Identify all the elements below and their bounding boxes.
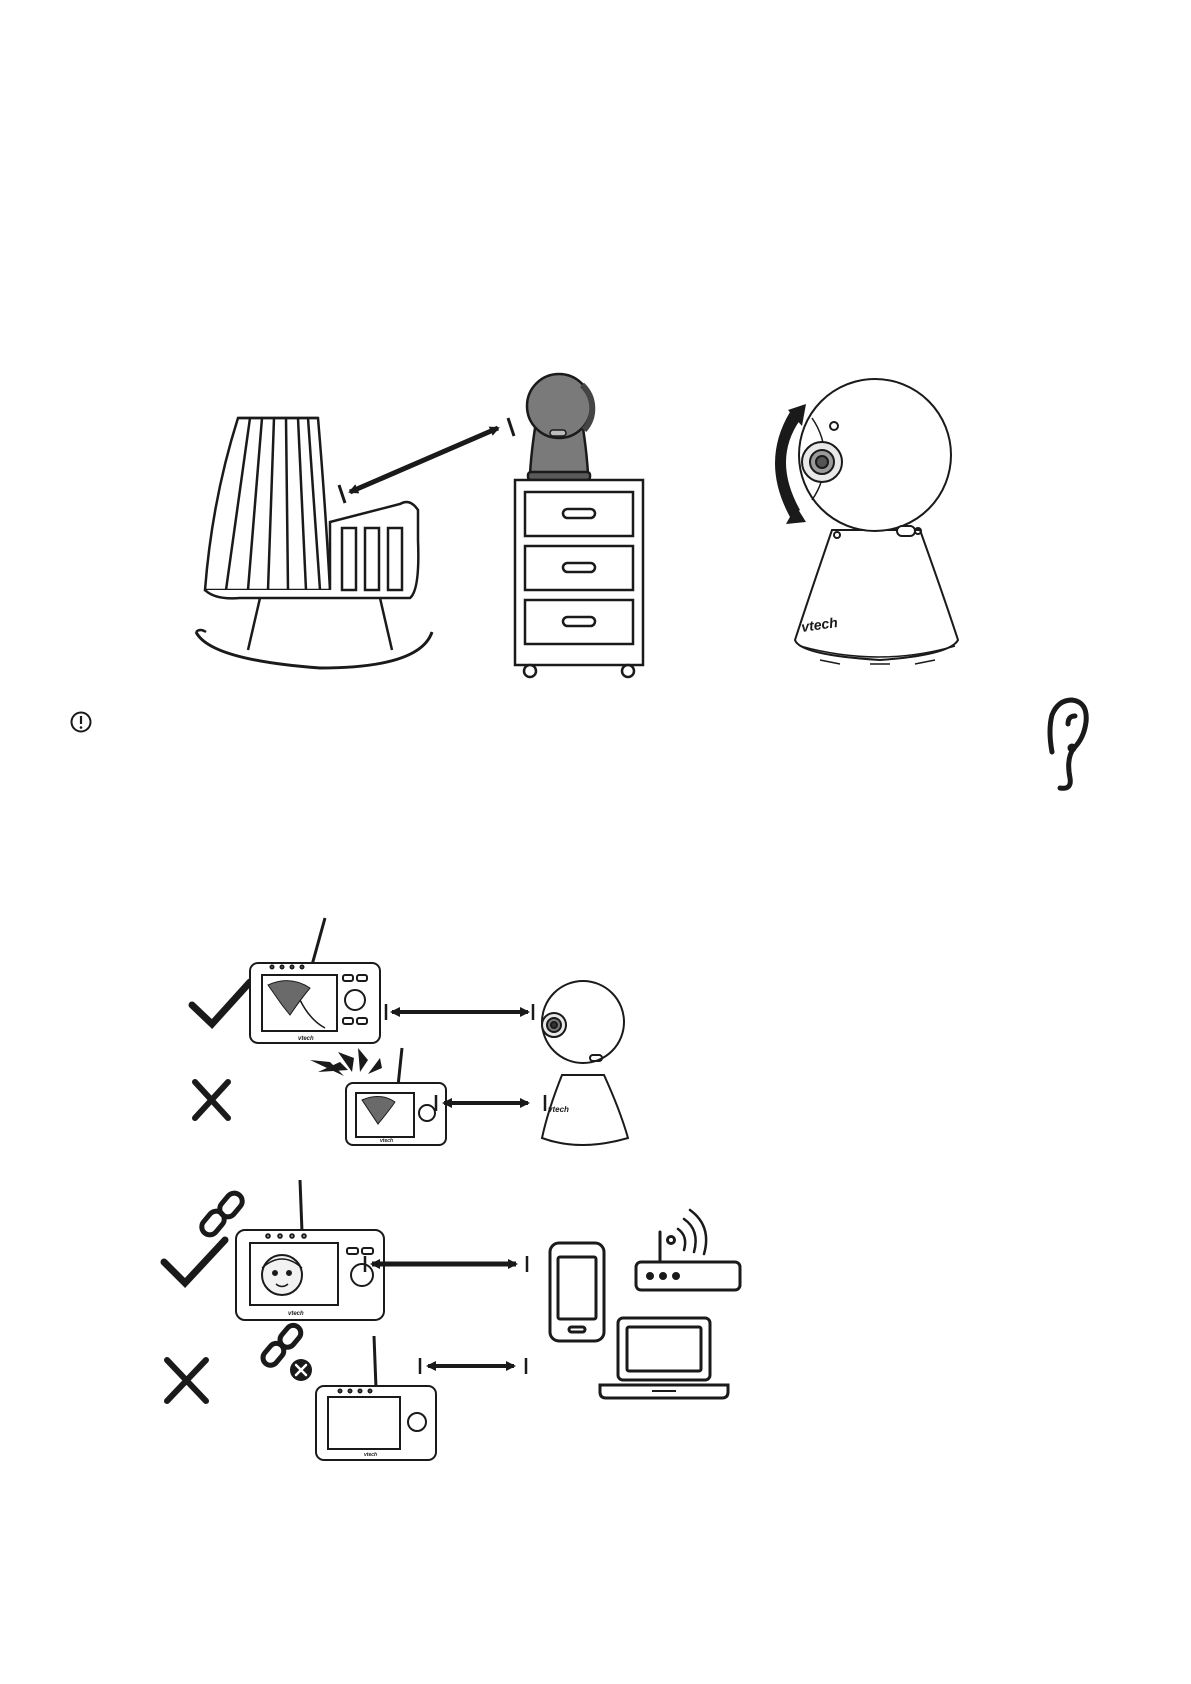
smartphone-icon xyxy=(550,1243,604,1341)
camera-mid: vtech xyxy=(542,981,628,1145)
monitor-logo: vtech xyxy=(298,1036,314,1042)
svg-text:vtech: vtech xyxy=(288,1311,304,1317)
camera-placement-distance xyxy=(196,374,643,677)
hearing-icon xyxy=(1050,700,1086,788)
interference-burst xyxy=(310,1048,382,1076)
svg-text:vtech: vtech xyxy=(548,1105,569,1114)
monitor-good-distance: vtech xyxy=(250,918,380,1043)
camera-tilt-rotation: vtech xyxy=(775,379,958,664)
cross-icon xyxy=(167,1360,206,1401)
crib-canopy xyxy=(205,418,330,590)
svg-text:vtech: vtech xyxy=(364,1452,377,1458)
camera-on-dresser xyxy=(527,374,592,480)
dresser xyxy=(515,480,643,677)
monitor-app-distance: vtech xyxy=(164,1180,740,1460)
distance-arrow xyxy=(350,428,498,492)
link-icon xyxy=(199,1190,246,1238)
check-icon xyxy=(192,982,250,1024)
warning-icon xyxy=(72,713,91,732)
rotation-arrow xyxy=(775,412,800,517)
svg-text:vtech: vtech xyxy=(380,1138,393,1144)
monitor-linked: vtech xyxy=(236,1180,384,1320)
monitor-distance-feedback: vtech vtech xyxy=(192,918,628,1145)
laptop-icon xyxy=(600,1318,728,1398)
check-icon xyxy=(164,1240,225,1283)
wifi-router-icon xyxy=(636,1210,740,1290)
cross-icon xyxy=(195,1082,228,1118)
unlink-icon xyxy=(260,1322,312,1381)
monitor-unlinked: vtech xyxy=(316,1336,436,1460)
